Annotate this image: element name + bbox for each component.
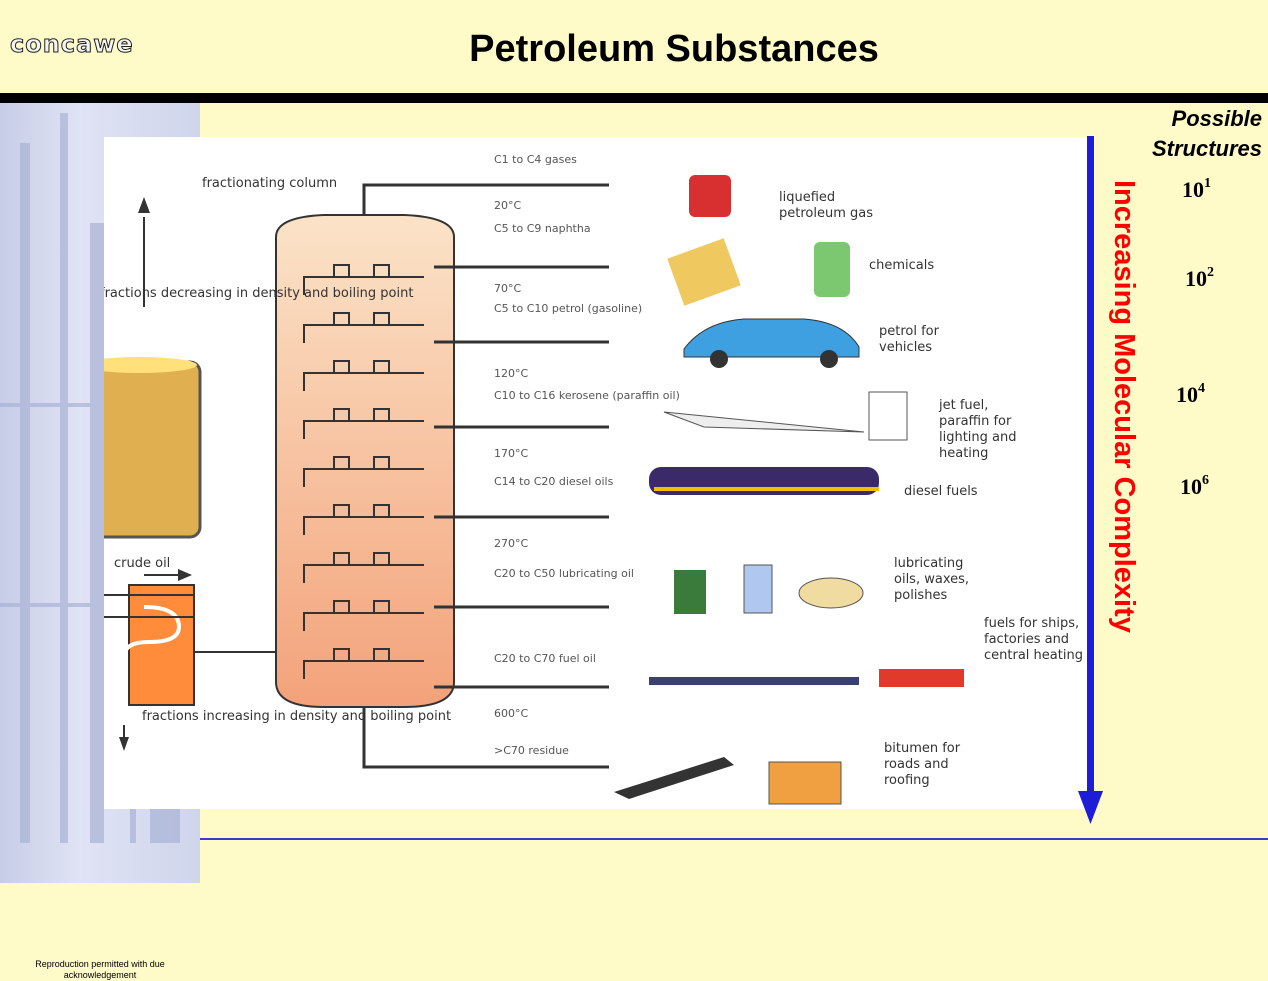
refinery-diagram: fractionating column fractions decreasin… xyxy=(76,137,1090,809)
column-tray xyxy=(303,648,424,679)
product-label: central heating xyxy=(984,648,1083,663)
polish-tin-icon xyxy=(798,577,864,609)
product-label: chemicals xyxy=(869,258,934,273)
column-tray xyxy=(303,312,424,343)
product-label: factories and xyxy=(984,632,1069,647)
column-tray xyxy=(303,264,424,295)
car-icon xyxy=(683,318,860,358)
temperature-label: 600°C xyxy=(494,707,528,720)
column-tray xyxy=(303,504,424,535)
product-label: heating xyxy=(939,446,988,461)
magnitude-2: 102 xyxy=(1185,265,1214,291)
product-label: roads and xyxy=(884,757,949,772)
jet-plane-icon xyxy=(663,411,865,433)
magnitude-4: 104 xyxy=(1176,381,1205,407)
house-icon xyxy=(768,761,842,805)
lpg-cylinder-icon xyxy=(689,175,731,217)
column-tray xyxy=(303,360,424,391)
column-tray xyxy=(303,600,424,631)
bottle-icon xyxy=(814,242,850,297)
bottom-note: fractions increasing in density and boil… xyxy=(142,709,451,724)
possible-structures-heading: Possible Structures xyxy=(1151,106,1262,161)
magnitude-6: 106 xyxy=(1180,473,1209,499)
wax-tin-icon xyxy=(743,564,773,614)
header-rule xyxy=(0,93,1268,103)
heater-icon xyxy=(868,391,908,441)
temperature-label: 70°C xyxy=(494,282,521,295)
fraction-label: C14 to C20 diesel oils xyxy=(494,475,614,488)
top-note: fractions decreasing in density and boil… xyxy=(104,286,413,301)
concawe-logo: concawe xyxy=(10,30,134,59)
fraction-label: C1 to C4 gases xyxy=(494,153,577,166)
fraction-label: C20 to C50 lubricating oil xyxy=(494,567,634,580)
fraction-label: C5 to C10 petrol (gasoline) xyxy=(494,302,642,315)
product-label: fuels for ships, xyxy=(984,616,1079,631)
header: concawe Petroleum Substances xyxy=(0,0,1268,92)
product-label: vehicles xyxy=(879,340,932,355)
product-label: diesel fuels xyxy=(904,484,978,499)
product-label: petrol for xyxy=(879,324,940,339)
product-label: lubricating xyxy=(894,556,963,571)
column-tray xyxy=(303,552,424,583)
barrel-icon xyxy=(76,360,202,539)
temperature-label: 170°C xyxy=(494,447,528,460)
feed-label: crude oil xyxy=(114,556,170,571)
factory-icon xyxy=(879,669,964,687)
product-label: oils, waxes, xyxy=(894,572,969,587)
fraction-label: >C70 residue xyxy=(494,744,569,757)
fraction-label: C20 to C70 fuel oil xyxy=(494,652,596,665)
product-label: liquefied xyxy=(779,190,835,205)
column-tray xyxy=(303,456,424,487)
product-label: polishes xyxy=(894,588,947,603)
fraction-label: C10 to C16 kerosene (paraffin oil) xyxy=(494,389,680,402)
road-icon xyxy=(614,757,734,799)
product-label: paraffin for xyxy=(939,414,1012,429)
oil-can-icon xyxy=(674,570,706,614)
column-label: fractionating column xyxy=(202,176,337,191)
product-label: lighting and xyxy=(939,430,1017,445)
footer-rule xyxy=(200,838,1268,840)
reproduction-note: Reproduction permitted with due acknowle… xyxy=(35,959,165,980)
page-title: Petroleum Substances xyxy=(469,28,879,70)
product-label: roofing xyxy=(884,773,930,788)
complexity-arrow-icon xyxy=(1078,136,1103,824)
chemical-bag-icon xyxy=(667,238,741,306)
ship-icon xyxy=(649,677,859,685)
product-label: petroleum gas xyxy=(779,206,873,221)
temperature-label: 120°C xyxy=(494,367,528,380)
complexity-label: Increasing Molecular Complexity xyxy=(1108,180,1140,633)
magnitude-1: 101 xyxy=(1182,176,1211,202)
product-label: bitumen for xyxy=(884,741,961,756)
temperature-label: 270°C xyxy=(494,537,528,550)
temperature-label: 20°C xyxy=(494,199,521,212)
product-label: jet fuel, xyxy=(938,398,988,413)
fraction-label: C5 to C9 naphtha xyxy=(494,222,591,235)
column-tray xyxy=(303,408,424,439)
